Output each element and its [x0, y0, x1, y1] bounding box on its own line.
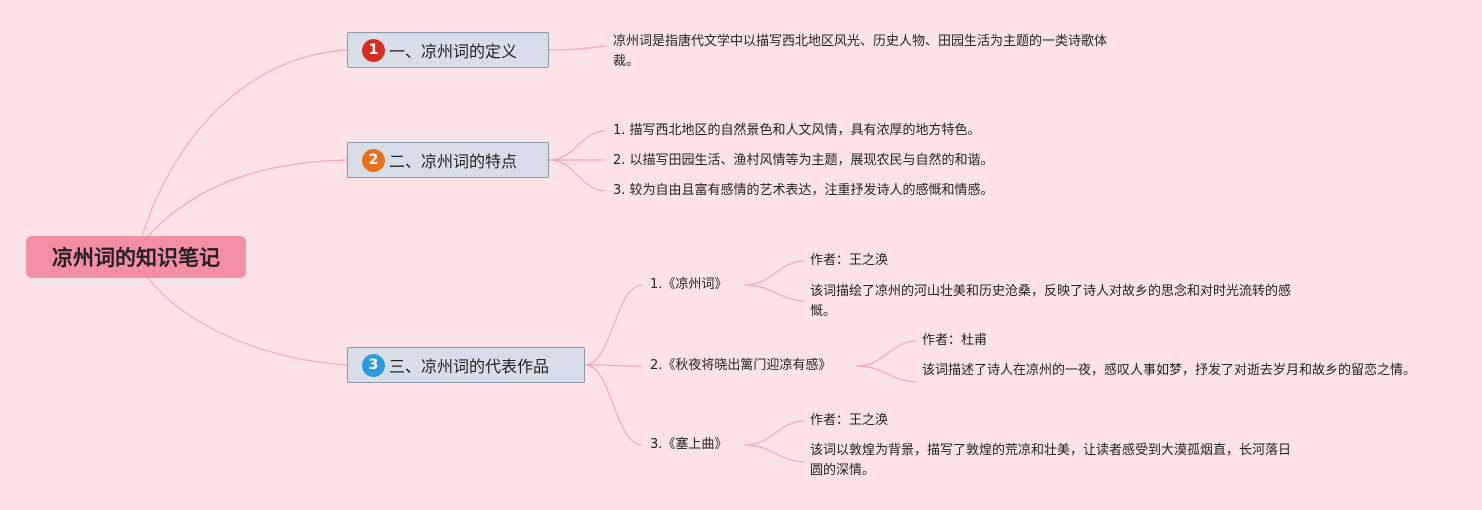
- root-title: 凉州词的知识笔记: [52, 246, 220, 270]
- branch-definition-title: 一、凉州词的定义: [389, 42, 518, 61]
- link-b2-p3: [548, 159, 606, 192]
- work-title[interactable]: 3.《塞上曲》: [650, 437, 728, 452]
- link-w1-desc: [744, 284, 805, 302]
- number-badge-2: 2: [362, 148, 385, 172]
- link-w3-desc: [744, 444, 805, 463]
- branch-works-title: 三、凉州词的代表作品: [389, 357, 550, 376]
- work-description: 该词描绘了凉州的河山壮美和历史沧桑，反映了诗人对故乡的思念和对时光流转的感慨。: [810, 284, 1292, 319]
- work-author: 作者：杜甫: [922, 333, 988, 348]
- work-author: 作者：王之涣: [810, 413, 889, 428]
- link-b3-w1: [584, 284, 643, 366]
- number-badge-1: 1: [362, 38, 385, 62]
- link-b3-w3: [584, 364, 643, 446]
- link-root-b1: [141, 49, 348, 237]
- link-w1-author: [744, 260, 805, 286]
- number-badge-3: 3: [362, 353, 385, 377]
- branch-features[interactable]: 2 二、凉州词的特点: [347, 142, 549, 178]
- definition-text: 凉州词是指唐代文学中以描写西北地区风光、历史人物、田园生活为主题的一类诗歌体裁。: [613, 34, 1108, 69]
- feature-point: 2. 以描写田园生活、渔村风情等为主题，展现农民与自然的和谐。: [613, 153, 994, 168]
- branch-definition[interactable]: 1 一、凉州词的定义: [347, 32, 549, 68]
- branch-works[interactable]: 3 三、凉州词的代表作品: [347, 347, 585, 383]
- link-b3-w2: [584, 364, 643, 367]
- link-w2-desc: [856, 365, 917, 383]
- feature-point: 3. 较为自由且富有感情的艺术表达，注重抒发诗人的感慨和情感。: [613, 183, 994, 198]
- branch-features-title: 二、凉州词的特点: [389, 152, 518, 171]
- work-author: 作者：王之涣: [810, 253, 889, 268]
- link-w2-author: [856, 340, 917, 367]
- link-root-b3: [147, 277, 348, 366]
- link-b1-text: [548, 45, 606, 51]
- work-title[interactable]: 1.《凉州词》: [650, 277, 728, 292]
- work-description: 该词以敦煌为背景，描写了敦煌的荒凉和壮美，让读者感受到大漠孤烟直，长河落日圆的深…: [810, 443, 1292, 478]
- work-title[interactable]: 2.《秋夜将晓出篱门迎凉有感》: [650, 358, 832, 373]
- link-w3-author: [744, 420, 805, 446]
- link-root-b2: [147, 159, 348, 237]
- feature-point: 1. 描写西北地区的自然景色和人文风情，具有浓厚的地方特色。: [613, 123, 981, 138]
- work-description: 该词描述了诗人在凉州的一夜，感叹人事如梦，抒发了对逝去岁月和故乡的留恋之情。: [922, 363, 1417, 378]
- link-b2-p1: [548, 130, 606, 161]
- root-node[interactable]: 凉州词的知识笔记: [26, 236, 246, 278]
